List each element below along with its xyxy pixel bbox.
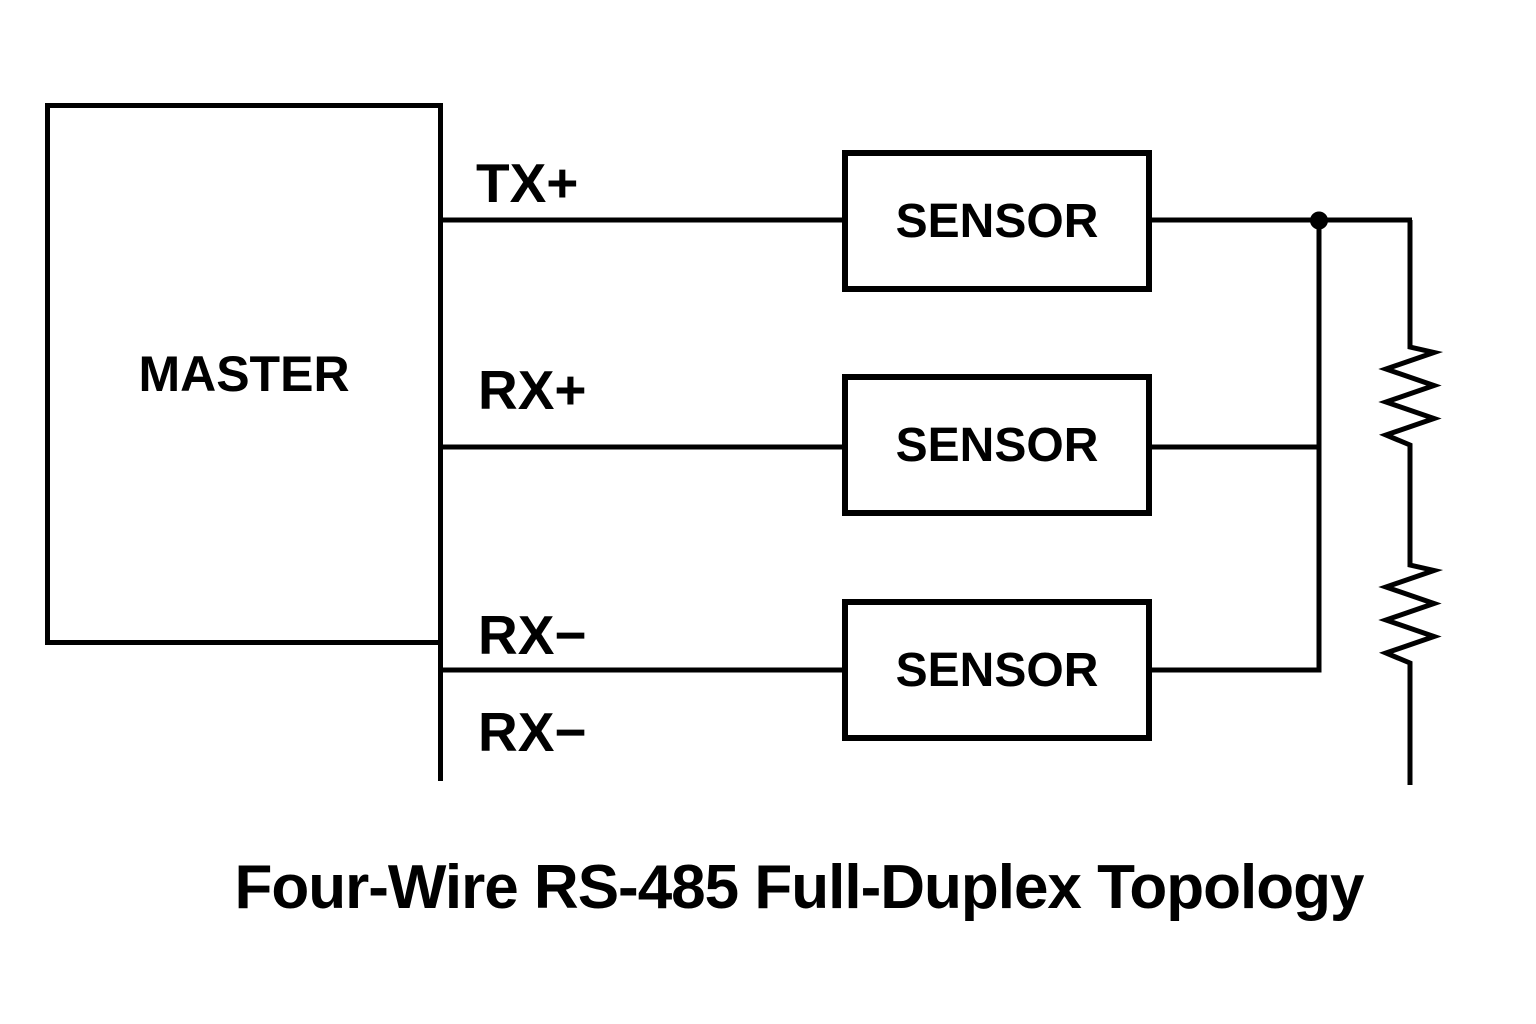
termination-rail-resistors (1378, 220, 1444, 785)
diagram-title: Four-Wire RS-485 Full-Duplex Topology (234, 853, 1365, 922)
bus-vertical-line (1148, 220, 1322, 673)
rx-minus-upper-label: RX− (478, 604, 587, 666)
sensor2-label: SENSOR (895, 418, 1099, 472)
master-box: MASTER (45, 103, 443, 645)
rx-plus-label: RX+ (478, 359, 587, 421)
sensor-box-3: SENSOR (842, 599, 1152, 741)
sensor3-label: SENSOR (895, 643, 1099, 697)
junction-dot (1310, 211, 1328, 230)
sensor-box-2: SENSOR (842, 374, 1152, 516)
sensor-box-1: SENSOR (842, 150, 1152, 292)
sensor1-label: SENSOR (895, 194, 1099, 248)
master-label: MASTER (138, 346, 350, 402)
rx-minus-lower-label: RX− (478, 701, 587, 763)
tx-plus-label: TX+ (476, 152, 579, 214)
